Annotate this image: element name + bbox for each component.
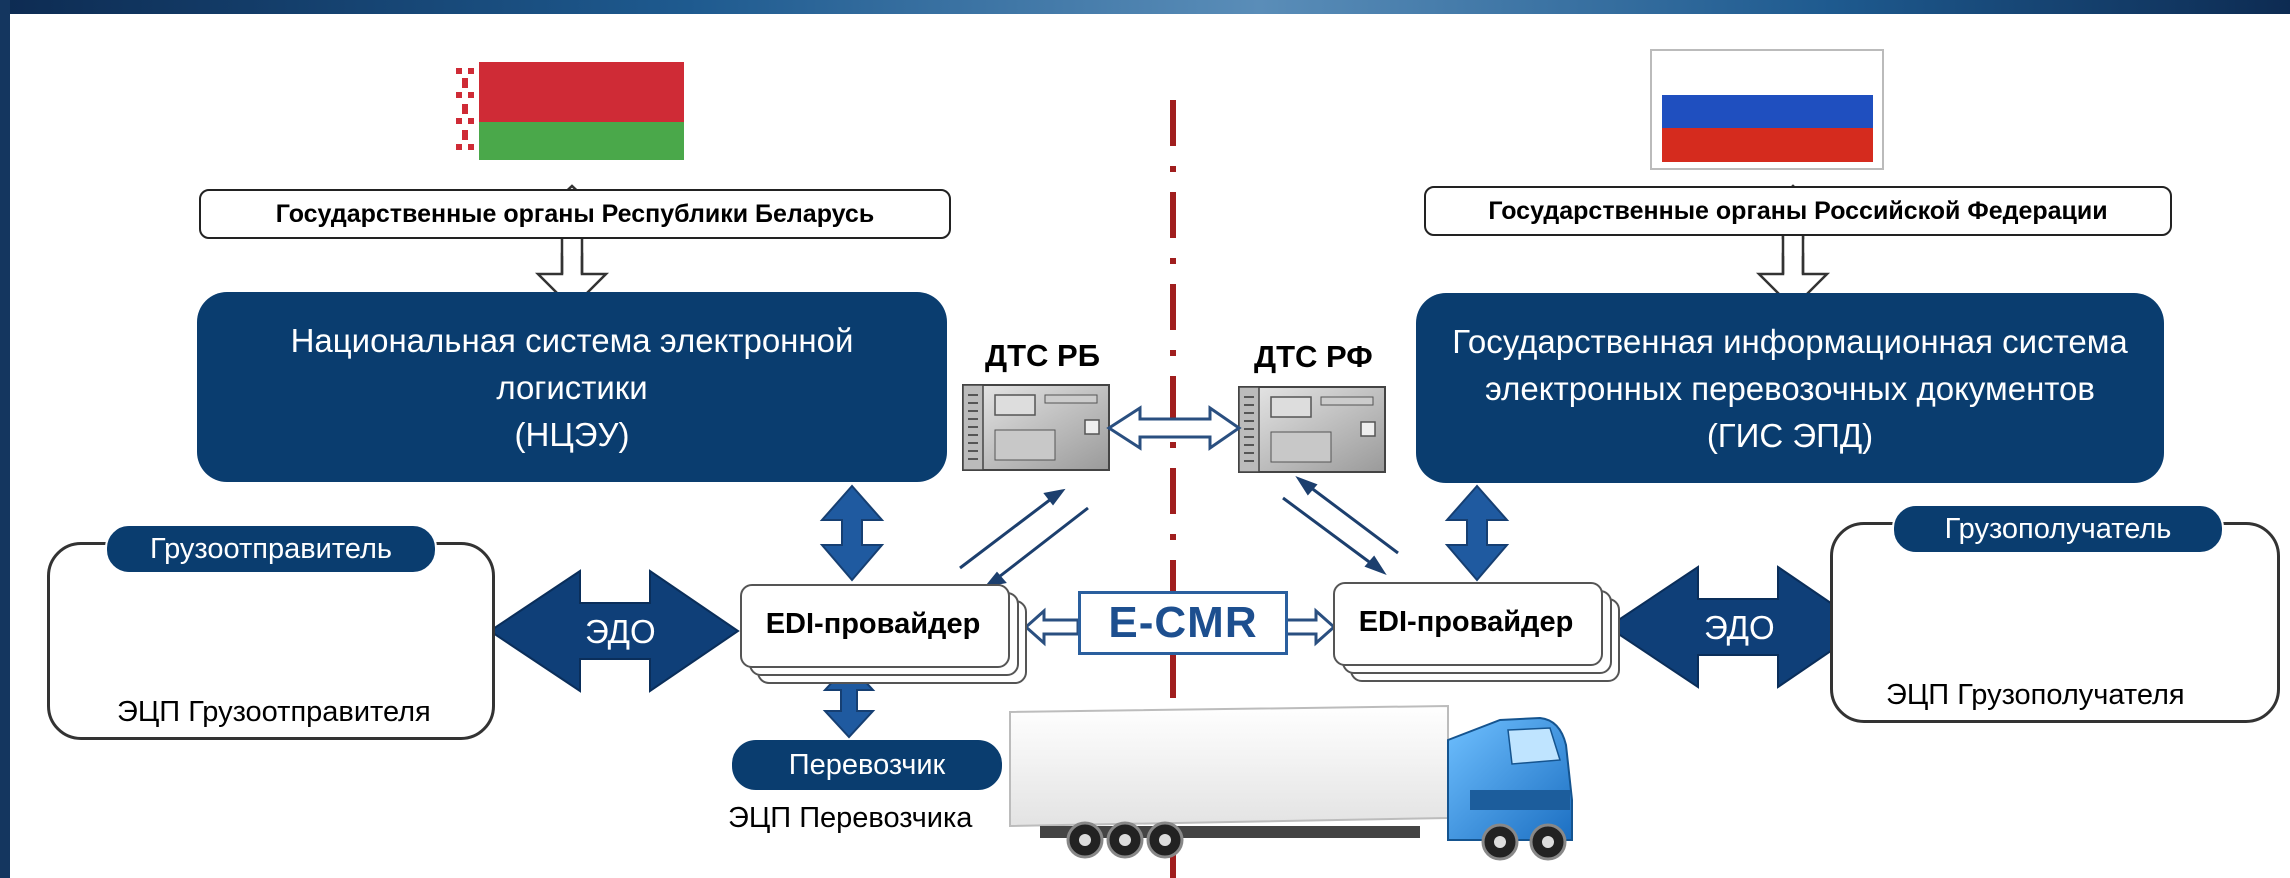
belarus-system-line2: логистики (496, 368, 648, 406)
russia-system-line3: (ГИС ЭПД) (1706, 416, 1874, 454)
ecmr-label: E-CMR (1108, 598, 1258, 647)
russia-system-line1: Государственная информационная система (1452, 322, 2128, 360)
consignee-pill-label: Грузополучатель (1944, 512, 2172, 545)
shipper-pill: Грузоотправитель (105, 524, 437, 574)
consignee-signature-label: ЭЦП Грузополучателя (1886, 679, 2185, 711)
top-frame-bar (0, 0, 2290, 14)
server-icon (1238, 386, 1386, 473)
russia-flag-icon (1650, 49, 1884, 170)
belarus-gov-label: Государственные органы Республики Белару… (275, 199, 875, 228)
thin-arrows-left (959, 488, 1089, 588)
consignee-pill: Грузополучатель (1892, 504, 2224, 554)
russia-gov-box: Государственные органы Российской Федера… (1424, 186, 2172, 236)
edo-left-label: ЭДО (585, 613, 656, 650)
shipper-signature-label: ЭЦП Грузоотправителя (117, 696, 431, 728)
carrier-signature-label: ЭЦП Перевозчика (728, 802, 973, 834)
truck-icon (1009, 704, 1573, 861)
edo-arrow-left (488, 569, 740, 693)
belarus-gov-box: Государственные органы Республики Белару… (199, 189, 951, 239)
dts-rf-label: ДТС РФ (1254, 339, 1373, 374)
dts-rb-label: ДТС РБ (985, 338, 1100, 373)
edi-provider-left-label: EDI-провайдер (765, 607, 981, 640)
thin-arrows-right (1282, 476, 1399, 575)
edi-provider-right-box (1333, 582, 1603, 666)
carrier-pill: Перевозчик (732, 740, 1002, 790)
left-frame-bar (0, 0, 10, 878)
russia-system-box: Государственная информационная система э… (1416, 293, 2164, 483)
shipper-box (47, 542, 495, 740)
russia-gov-label: Государственные органы Российской Федера… (1488, 196, 2108, 225)
ecmr-arrow-right (1280, 607, 1337, 647)
russia-system-line2: электронных перевозочных документов (1485, 369, 2095, 407)
dts-link-arrow (1106, 405, 1242, 451)
edi-provider-right-label: EDI-провайдер (1358, 605, 1574, 638)
shipper-pill-label: Грузоотправитель (150, 532, 392, 565)
vertical-arrow-right (1444, 484, 1510, 582)
carrier-pill-label: Перевозчик (788, 748, 946, 781)
ecmr-arrow-left (1023, 607, 1080, 647)
belarus-system-box: Национальная система электронной логисти… (197, 292, 947, 482)
vertical-arrow-left (819, 484, 885, 582)
ecmr-box: E-CMR (1078, 591, 1288, 655)
edi-provider-left-box (740, 584, 1010, 668)
edo-right-label: ЭДО (1704, 609, 1775, 646)
belarus-system-line1: Национальная система электронной (290, 321, 854, 359)
server-icon (962, 384, 1110, 471)
belarus-system-line3: (НЦЭУ) (514, 415, 630, 453)
belarus-flag-icon (453, 62, 684, 160)
